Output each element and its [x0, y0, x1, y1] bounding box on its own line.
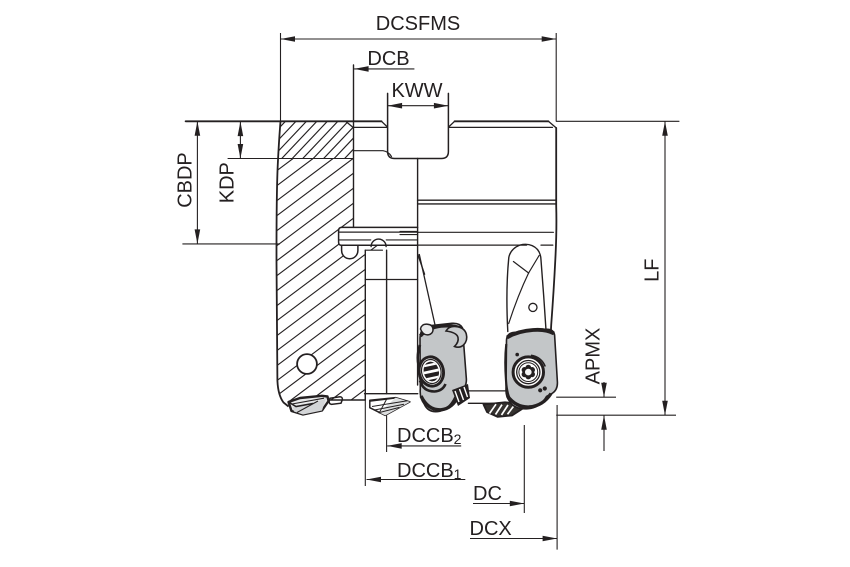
svg-text:KWW: KWW [391, 80, 442, 102]
svg-text:LF: LF [642, 259, 664, 282]
svg-text:APMX: APMX [583, 328, 605, 385]
svg-text:KDP: KDP [217, 162, 239, 203]
svg-text:DCX: DCX [470, 518, 512, 540]
svg-text:DCSFMS: DCSFMS [376, 13, 460, 35]
svg-text:CBDP: CBDP [175, 152, 197, 208]
svg-text:DCB: DCB [367, 48, 409, 70]
svg-text:DCCB2: DCCB2 [397, 425, 462, 447]
svg-text:DC: DC [473, 483, 502, 505]
svg-text:DCCB1: DCCB1 [397, 460, 462, 482]
